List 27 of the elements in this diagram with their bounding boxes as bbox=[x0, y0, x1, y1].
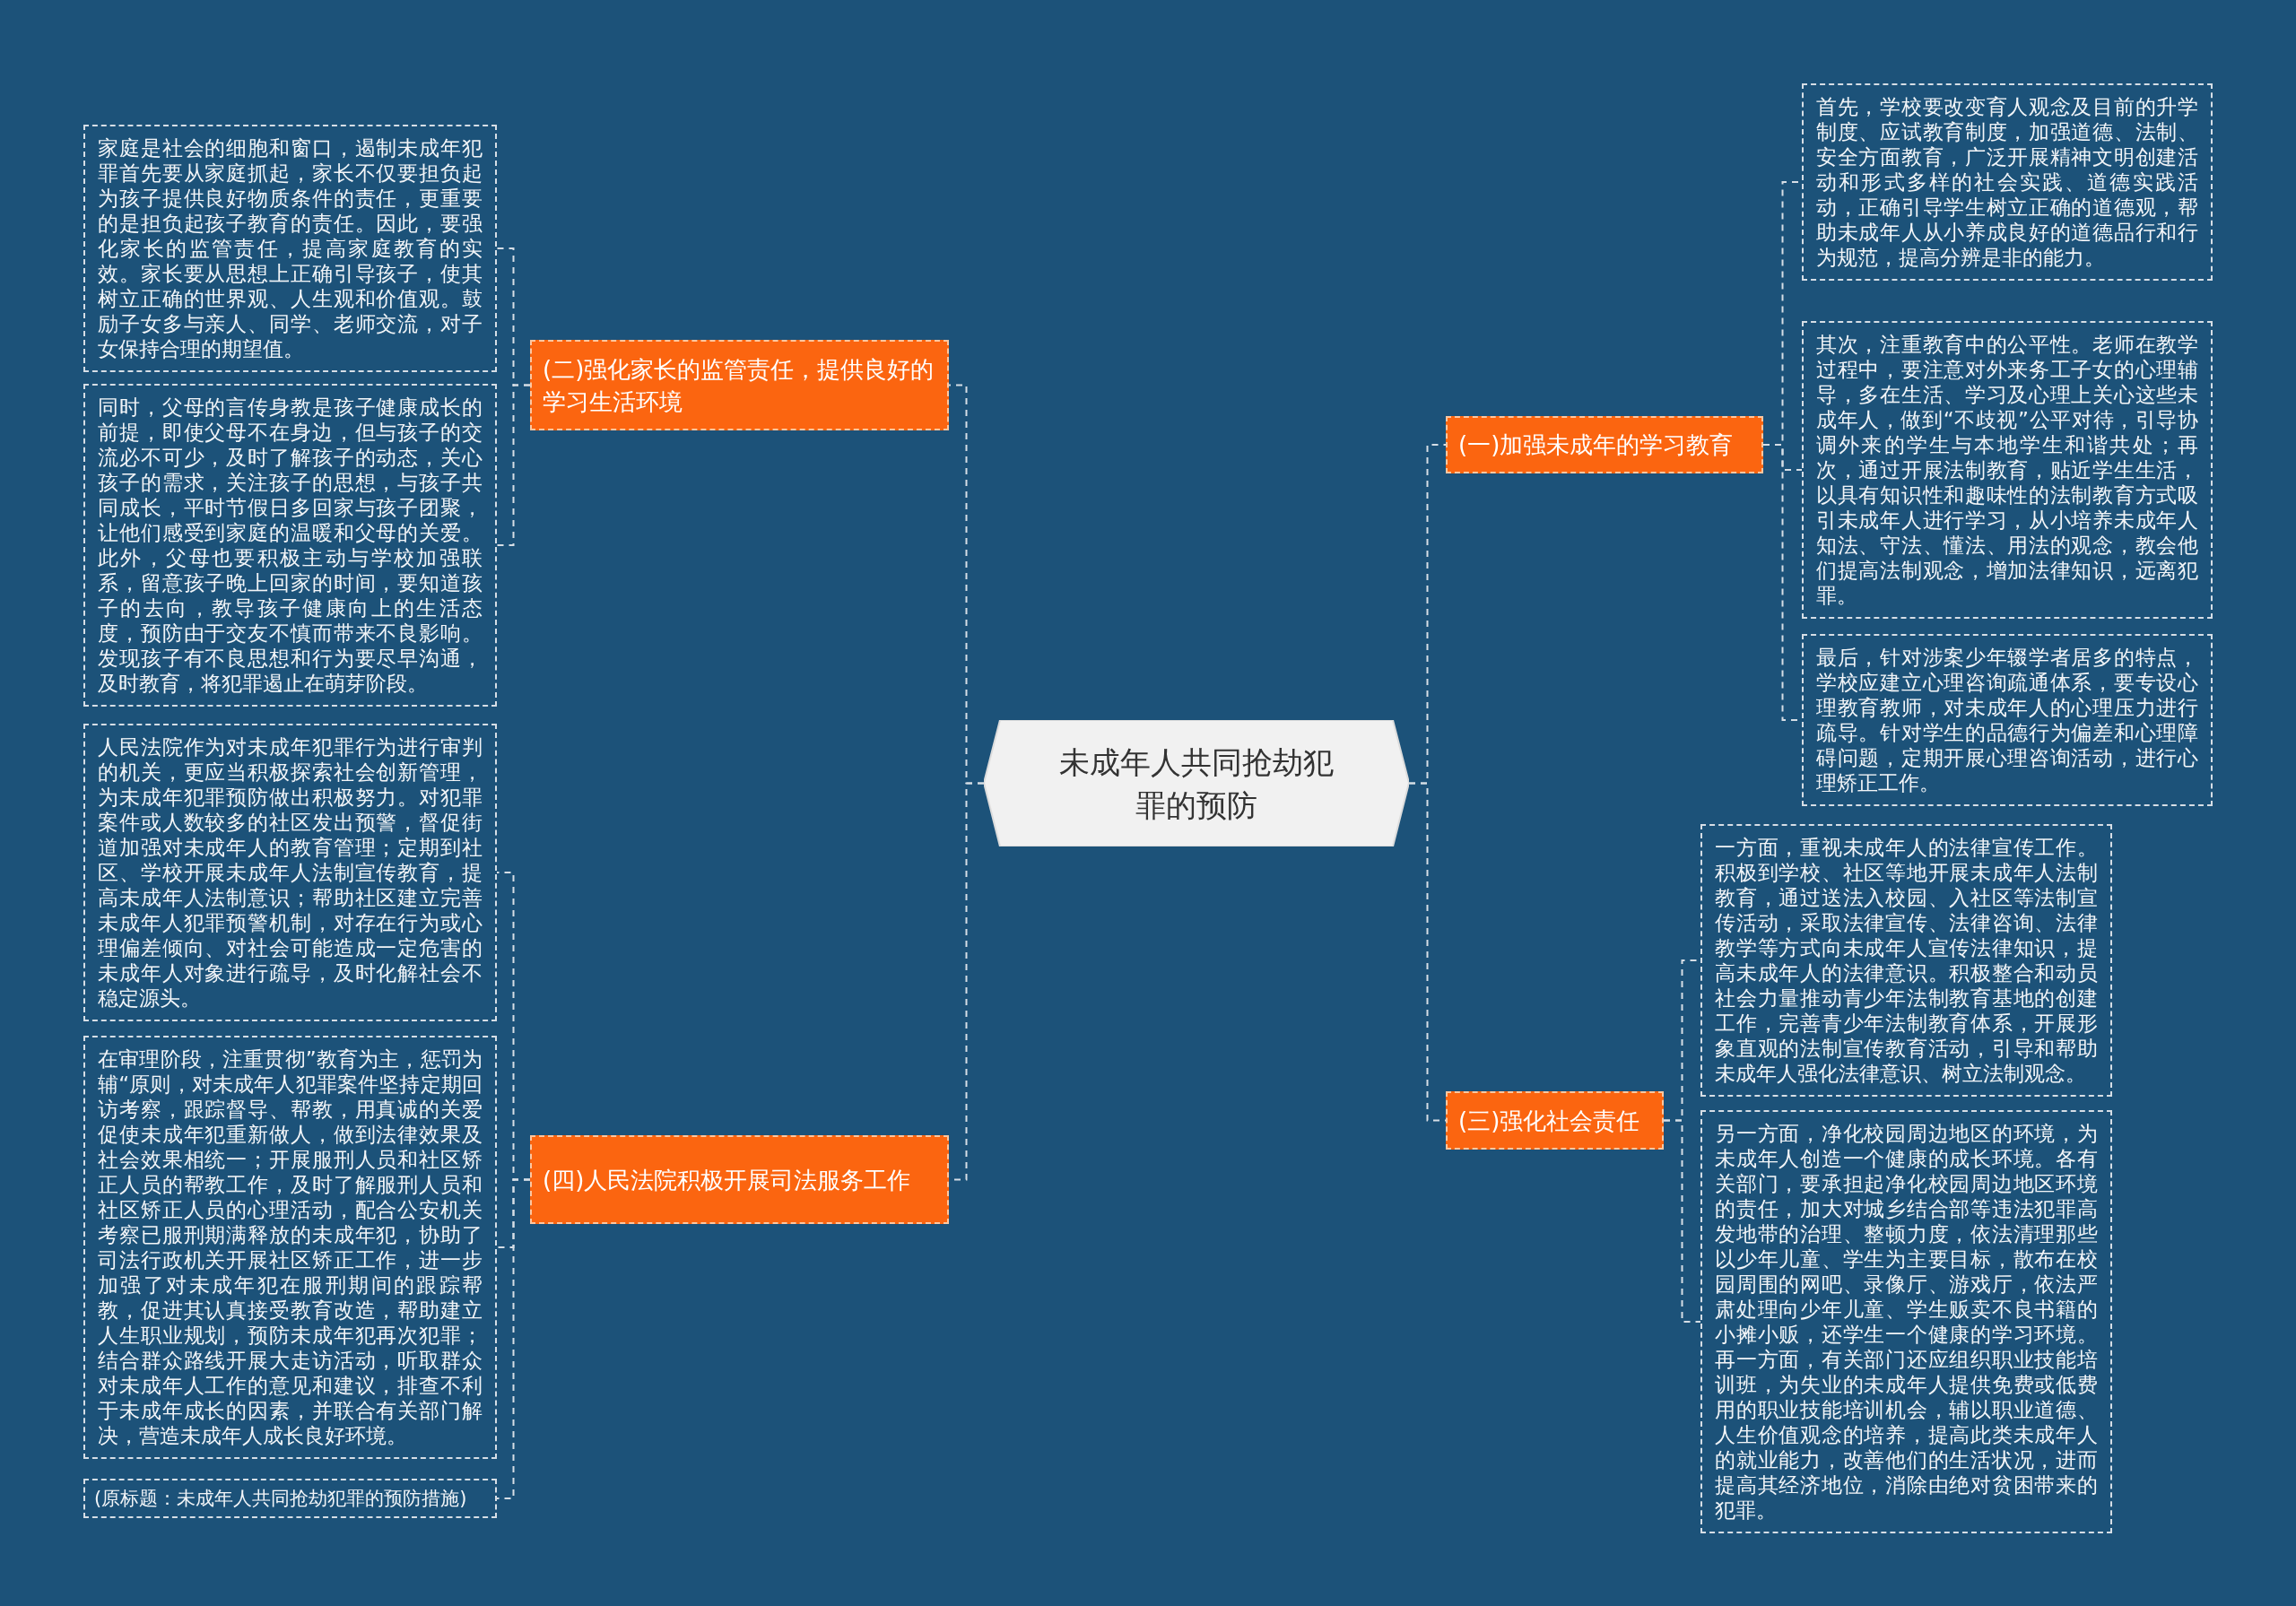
paragraph: 一方面，重视未成年人的法律宣传工作。积极到学校、社区等地开展未成年人法制教育，通过送法入校园、入社区等法制宣传活动，采取法律宣传、法律咨询、法律教学等方式向未成年人宣传法律知识，提高未成年人的法律意识。积极整合和动员社会力量推动青少年法制教育基地的创建工作，完善青少年法制教育体系，开展形象直观的法制宣传教育活动，引导和帮助未成年人强化法律意识、树立法制观念。 bbox=[1715, 835, 2098, 1086]
connector-line bbox=[1663, 1119, 1701, 1323]
paragraph: 其次，注重教育中的公平性。老师在教学过程中，要注意对外来务工子女的心理辅导，多在生活、学习及心理上关心这些未成年人，做到“不歧视”公平对待，引导协调外来的学生与本地学生和谐共处；再次，通过开展法制教育，贴近学生生活，以具有知识性和趣味性的法制教育方式吸引未成年人进行学习，从小培养未成年人知法、守法、懂法、用法的观念，教会他们提高法制观念，增加法律知识，远离犯罪。 bbox=[1816, 332, 2198, 608]
topic-hexagon bbox=[984, 720, 1409, 846]
branch-box bbox=[530, 1135, 949, 1224]
branch-heading: (三)强化社会责任 bbox=[1458, 1106, 1640, 1136]
topic-title: 未成年人共同抢劫犯罪的预防 bbox=[1058, 742, 1335, 825]
branch-heading: (一)加强未成年的学习教育 bbox=[1458, 430, 1734, 460]
branch-heading: (二)强化家长的监管责任，提供良好的学习生活环境 bbox=[543, 354, 935, 417]
source-note: (原标题：未成年人共同抢劫犯罪的预防措施) bbox=[94, 1487, 468, 1511]
paragraph: 另一方面，净化校园周边地区的环境，为未成年人创造一个健康的成长环境。各有关部门，要承担起净化校园周边地区环境的责任，加大对城乡结合部等违法犯罪高发地带的治理、整顿力度，依法清理那些以少年儿童、学生为主要目标，散布在校园周围的网吧、录像厅、游戏厅，依法严肃处理向少年儿童、学生贩卖不良书籍的小摊小贩，还学生一个健康的学习环境。再一方面，有关部门还应组织职业技能培训班，为失业的未成年人提供免费或低费用的职业技能培训机会，辅以职业道德、人生价值观念的培养，提高此类未成年人的就业能力，改善他们的生活状况，进而提高其经济地位，消除由绝对贫困带来的犯罪。 bbox=[1715, 1121, 2098, 1523]
branch-box bbox=[1446, 1091, 1664, 1150]
text-box bbox=[1802, 634, 2213, 806]
connector-line bbox=[496, 1178, 531, 1499]
branch-box bbox=[530, 340, 949, 430]
branch-box bbox=[1446, 416, 1763, 473]
paragraph: 最后，针对涉案少年辍学者居多的特点，学校应建立心理咨询疏通体系，要专设心理教育教师，对未成年人的心理压力进行疏导。针对学生的品德行为偏差和心理障碍问题，定期开展心理咨询活动，进行心理矫正工作。 bbox=[1816, 645, 2198, 795]
text-box bbox=[83, 125, 497, 372]
paragraph: 人民法院作为对未成年犯罪行为进行审判的机关，更应当积极探索社会创新管理，为未成年犯罪预防做出积极努力。对犯罪案件或人数较多的社区发出预警，督促街道加强对未成年人的教育管理；定期到社区、学校开展未成年人法制宣传教育，提高未成年人法制意识；帮助社区建立完善未成年人犯罪预警机制，对存在行为或心理偏差倾向、对社会可能造成一定危害的未成年人对象进行疏导，及时化解社会不稳定源头。 bbox=[98, 734, 483, 1011]
connector-line bbox=[496, 384, 531, 546]
branch-heading: (四)人民法院积极开展司法服务工作 bbox=[543, 1165, 911, 1195]
paragraph: 首先，学校要改变育人观念及目前的升学制度、应试教育制度，加强道德、法制、安全方面教育，广泛开展精神文明创建活动和形式多样的社会实践、道德实践活动，正确引导学生树立正确的道德观，帮助未成年人从小养成良好的道德品行和行为规范，提高分辨是非的能力。 bbox=[1816, 94, 2198, 270]
text-box bbox=[1802, 83, 2213, 281]
paragraph: 家庭是社会的细胞和窗口，遏制未成年犯罪首先要从家庭抓起，家长不仅要担负起为孩子提供良好物质条件的责任，更重要的是担负起孩子教育的责任。因此，要强化家长的监管责任，提高家庭教育的实效。家长要从思想上正确引导孩子，使其树立正确的世界观、人生观和价值观。鼓励子女多与亲人、同学、老师交流，对子女保持合理的期望值。 bbox=[98, 135, 483, 361]
note-box bbox=[83, 1479, 497, 1518]
paragraph: 在审理阶段，注重贯彻”教育为主，惩罚为辅“原则，对未成年人犯罪案件坚持定期回访考察，跟踪督导、帮教，用真诚的关爱促使未成年犯重新做人，做到法律效果及社会效果相统一；开展服刑人员和社区矫正人员的帮教工作，及时了解服刑人员和社区矫正人员的心理活动，配合公安机关考察已服刑期满释放的未成年犯，协助了司法行政机关开展社区矫正工作，进一步加强了对未成年犯在服刑期间的跟踪帮教，促进其认真接受教育改造，帮助建立人生职业规划，预防未成年犯再次犯罪；结合群众路线开展大走访活动，听取群众对未成年人工作的意见和建议，排查不利于未成年成长的因素，并联合有关部门解决，营造未成年人成长良好环境。 bbox=[98, 1046, 483, 1448]
paragraph: 同时，父母的言传身教是孩子健康成长的前提，即使父母不在身边，但与孩子的交流必不可少，及时了解孩子的动态，关心孩子的需求，关注孩子的思想，与孩子共同成长，平时节假日多回家与孩子团聚，让他们感受到家庭的温暖和父母的关爱。此外，父母也要积极主动与学校加强联系，留意孩子晚上回家的时间，要知道孩子的去向，教导孩子健康向上的生活态度，预防由于交友不慎而带来不良影响。发现孩子有不良思想和行为要尽早沟通，及时教育，将犯罪遏止在萌芽阶段。 bbox=[98, 395, 483, 696]
